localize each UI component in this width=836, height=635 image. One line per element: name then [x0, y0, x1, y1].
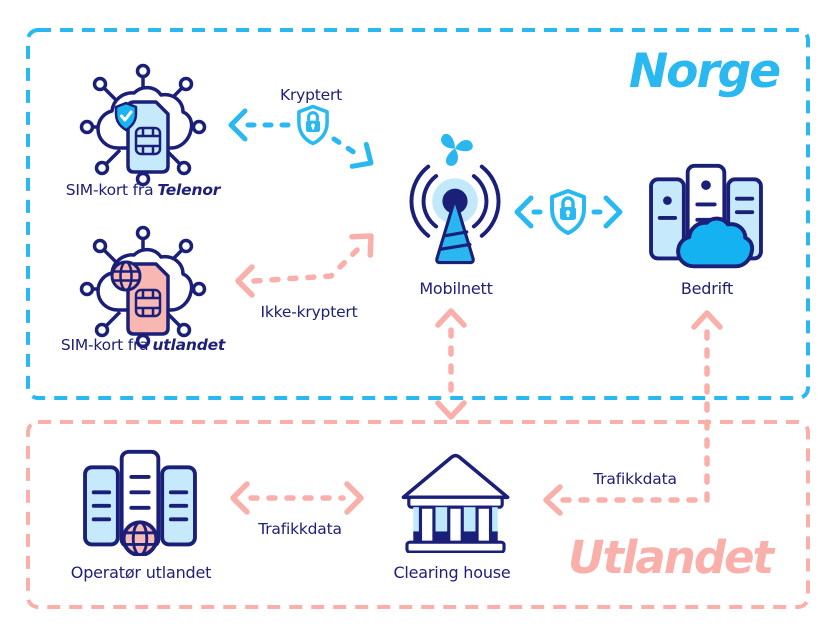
sim-telenor-label-emphasis: Telenor [157, 181, 221, 199]
sim-telenor-label-prefix: SIM-kort fra [65, 181, 154, 199]
globe-icon [121, 520, 159, 556]
globe-icon [110, 260, 142, 292]
operator-clearinghouse-arrow [230, 481, 364, 515]
clearing-house-label: Clearing house [393, 563, 511, 582]
sim-utlandet-icon [79, 225, 207, 349]
mobilnett-bedrift-arrow [514, 195, 623, 229]
bedrift-clearinghouse-arrow [543, 310, 723, 516]
trafikkdata-operator-label: Trafikkdata [258, 520, 342, 538]
norge-region-title: Norge [628, 44, 781, 99]
utlandet-region-border [26, 420, 810, 609]
mobilnett-label: Mobilnett [419, 279, 493, 298]
mobilnett-utlandet-arrow [435, 308, 467, 420]
ikke-kryptert-label: Ikke-kryptert [260, 303, 358, 321]
bedrift-servers-icon [649, 163, 763, 269]
norge-region-border [26, 28, 810, 400]
bedrift-lock-shield-icon [550, 189, 586, 235]
kryptert-lock-shield-icon [297, 104, 329, 146]
sim-utlandet-label-emphasis: utlandet [152, 336, 226, 354]
trafikkdata-bedrift-label: Trafikkdata [593, 470, 677, 488]
cloud-icon [676, 216, 755, 269]
sim-telenor-icon [79, 63, 207, 187]
bedrift-label: Bedrift [680, 279, 734, 298]
utlandet-region-title: Utlandet [567, 531, 774, 584]
operator-utlandet-label: Operatør utlandet [70, 563, 212, 582]
shield-check-icon [114, 101, 138, 132]
ikke-kryptert-arrow [235, 233, 374, 298]
mobilnett-tower-icon [409, 134, 501, 265]
kryptert-label: Kryptert [279, 86, 342, 104]
operator-utlandet-icon [83, 449, 197, 556]
telenor-logo-icon [441, 134, 473, 166]
kryptert-arrow [228, 108, 374, 169]
sim-utlandet-label-prefix: SIM-kort fra [60, 336, 149, 354]
clearing-house-icon [401, 453, 510, 553]
